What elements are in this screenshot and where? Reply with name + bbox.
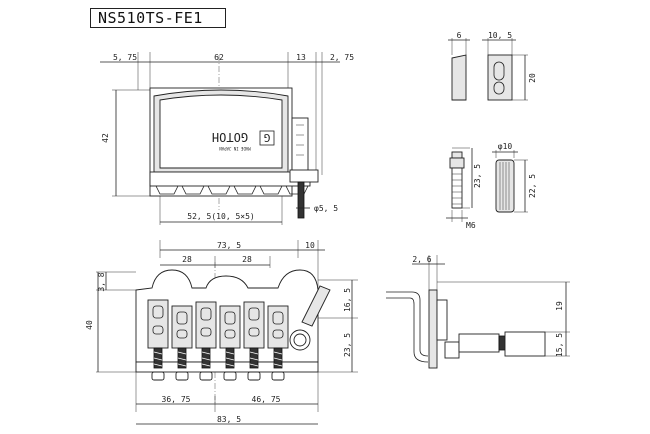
svg-text:19: 19 — [555, 301, 564, 311]
side-block-end — [504, 331, 546, 357]
svg-text:16, 5: 16, 5 — [343, 288, 352, 312]
drawing-title: NS510TS-FE1 — [98, 9, 203, 27]
svg-text:5, 75: 5, 75 — [113, 53, 137, 62]
post-collar — [449, 157, 465, 169]
svg-text:2, 75: 2, 75 — [330, 53, 354, 62]
svg-text:φ5, 5: φ5, 5 — [314, 204, 338, 213]
svg-text:G: G — [264, 131, 271, 144]
svg-text:52, 5(10, 5×5): 52, 5(10, 5×5) — [187, 212, 254, 221]
front-view: 73, 5 10 28 28 3, 8 40 16, 5 23, 5 36, 7… — [85, 240, 358, 425]
saddles — [147, 299, 289, 349]
top-view: G GOTOH MADE IN JAPAN 5, 75 62 13 2, 75 … — [100, 52, 354, 225]
svg-text:10, 5: 10, 5 — [488, 31, 512, 40]
arm-shaft — [297, 181, 305, 219]
svg-text:15, 5: 15, 5 — [555, 333, 564, 357]
intonation-screws — [151, 371, 285, 381]
svg-text:46, 75: 46, 75 — [252, 395, 281, 404]
svg-text:φ10: φ10 — [498, 142, 513, 151]
svg-text:22, 5: 22, 5 — [528, 174, 537, 198]
svg-text:20: 20 — [528, 73, 537, 83]
saddle-row — [149, 171, 311, 187]
svg-text:40: 40 — [85, 320, 94, 330]
svg-text:13: 13 — [296, 53, 306, 62]
post-head — [451, 151, 463, 159]
svg-text:23, 5: 23, 5 — [343, 333, 352, 357]
svg-text:10: 10 — [305, 241, 315, 250]
tremolo-arm — [301, 285, 331, 327]
side-saddle — [436, 299, 448, 341]
svg-text:73, 5: 73, 5 — [217, 241, 241, 250]
svg-text:2, 6: 2, 6 — [412, 255, 431, 264]
svg-text:62: 62 — [214, 53, 224, 62]
saddle-view: 6 10, 5 20 — [448, 31, 537, 101]
svg-text:42: 42 — [101, 133, 110, 143]
side-collar — [444, 341, 460, 359]
side-arm — [386, 291, 429, 357]
svg-text:GOTOH: GOTOH — [212, 130, 248, 144]
svg-text:28: 28 — [182, 255, 192, 264]
side-view: 2, 6 19 15, 5 — [386, 255, 570, 369]
arm-nut — [289, 169, 319, 183]
svg-text:28: 28 — [242, 255, 252, 264]
bridge-plate-inner — [159, 94, 283, 169]
bushing — [495, 159, 515, 213]
saddle-side — [451, 54, 467, 101]
svg-text:36, 75: 36, 75 — [162, 395, 191, 404]
svg-text:23, 5: 23, 5 — [473, 164, 482, 188]
svg-text:6: 6 — [457, 31, 462, 40]
svg-text:MADE IN JAPAN: MADE IN JAPAN — [219, 146, 251, 151]
side-block — [458, 333, 500, 353]
svg-text:83, 5: 83, 5 — [217, 415, 241, 424]
title-frame — [90, 8, 226, 28]
post-thread — [451, 167, 463, 209]
svg-text:3, 8: 3, 8 — [97, 272, 106, 291]
arm-socket — [291, 117, 309, 179]
side-plate — [428, 289, 438, 369]
gotoh-logo: G GOTOH MADE IN JAPAN — [212, 130, 275, 151]
post-view: 23, 5 M6 φ10 22, 5 — [446, 142, 537, 230]
svg-text:M6: M6 — [466, 221, 476, 230]
